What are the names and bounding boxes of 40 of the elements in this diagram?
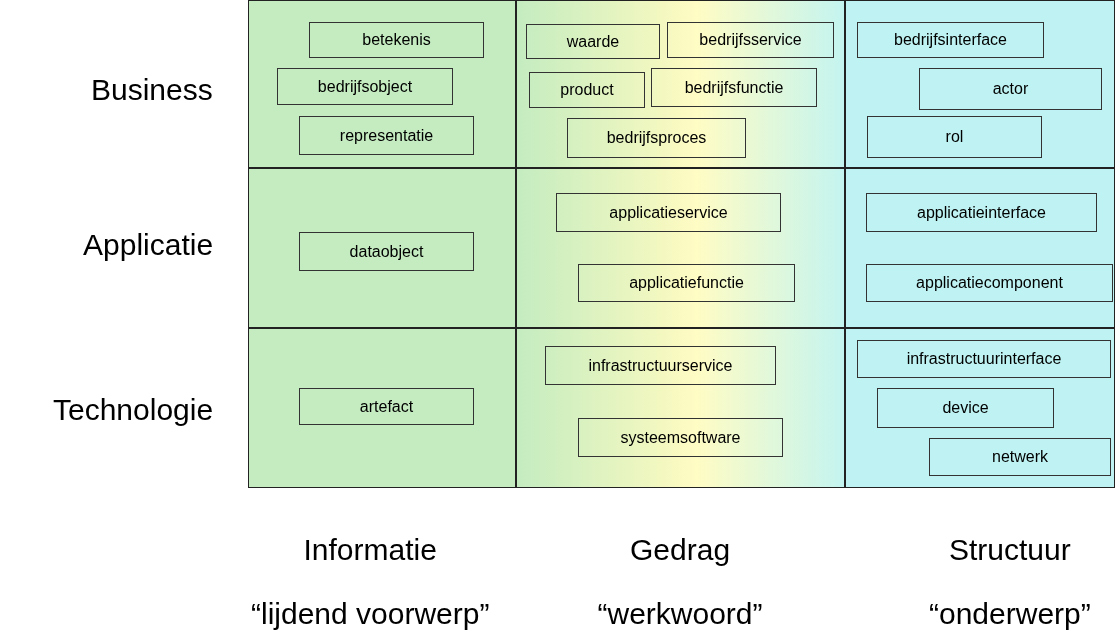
concept-box: representatie <box>299 116 474 155</box>
concept-box: artefact <box>299 388 474 425</box>
grid-cell <box>248 168 516 328</box>
grid-cell <box>845 168 1115 328</box>
concept-box: dataobject <box>299 232 474 271</box>
concept-box: netwerk <box>929 438 1111 476</box>
grid-cell <box>845 0 1115 168</box>
row-label: Business <box>91 73 213 107</box>
concept-box: infrastructuurinterface <box>857 340 1111 378</box>
grid-cell <box>248 0 516 168</box>
column-subtitle: “werkwoord” <box>597 597 763 630</box>
concept-box: bedrijfsservice <box>667 22 834 58</box>
column-subtitle: “onderwerp” <box>929 597 1091 630</box>
grid-cell <box>516 328 845 488</box>
concept-box: bedrijfsfunctie <box>651 68 817 107</box>
concept-box: rol <box>867 116 1042 158</box>
concept-box: applicatieservice <box>556 193 781 232</box>
column-label: Gedrag <box>630 533 731 567</box>
grid-cell <box>516 168 845 328</box>
row-label: Technologie <box>53 393 214 427</box>
column-label: Informatie <box>303 533 437 567</box>
concept-box: bedrijfsproces <box>567 118 746 158</box>
column-label: Structuur <box>949 533 1071 567</box>
concept-box: applicatiecomponent <box>866 264 1113 302</box>
row-label: Applicatie <box>83 228 214 262</box>
concept-box: betekenis <box>309 22 484 58</box>
grid-cell <box>516 0 845 168</box>
grid-cell <box>845 328 1115 488</box>
concept-box: product <box>529 72 645 108</box>
concept-box: actor <box>919 68 1102 110</box>
concept-box: applicatiefunctie <box>578 264 795 302</box>
concept-box: bedrijfsobject <box>277 68 453 105</box>
column-subtitle: “lijdend voorwerp” <box>251 597 490 630</box>
concept-box: device <box>877 388 1054 428</box>
grid-cell <box>248 328 516 488</box>
concept-box: bedrijfsinterface <box>857 22 1044 58</box>
concept-box: applicatieinterface <box>866 193 1097 232</box>
concept-box: systeemsoftware <box>578 418 783 457</box>
concept-box: waarde <box>526 24 660 59</box>
concept-box: infrastructuurservice <box>545 346 776 385</box>
